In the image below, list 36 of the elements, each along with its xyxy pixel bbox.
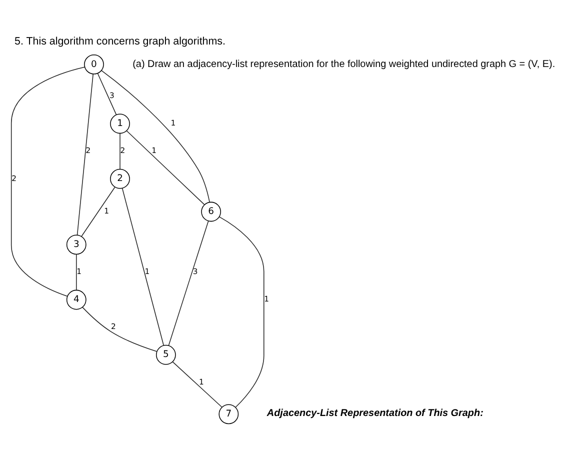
connector	[76, 73, 94, 235]
connector	[82, 306, 158, 352]
connector	[126, 130, 205, 204]
edge-label: 1	[152, 146, 156, 155]
node-circle: 1	[110, 113, 130, 134]
edge-label: 3	[192, 266, 198, 276]
connector	[101, 70, 210, 202]
connector	[10, 66, 85, 296]
edge-label: 3	[110, 90, 114, 100]
label: (a) Draw an adjacency-list representation for the following weighted undirected graph G = (V, E).	[132, 58, 556, 70]
edge-label: 2	[111, 322, 116, 331]
node-circle: 5	[156, 344, 176, 364]
edge-label: 2	[86, 146, 91, 155]
node-circle: 3	[66, 234, 86, 254]
node-circle: 2	[110, 168, 130, 188]
connector	[168, 220, 209, 346]
diagram-title: 5. This algorithm concerns graph algorithms.	[14, 35, 226, 48]
node-circle: 0	[84, 54, 104, 74]
edge-label: 1	[76, 266, 82, 276]
node-circle: 4	[66, 289, 86, 310]
edge-label: 1	[170, 118, 176, 128]
connector	[97, 72, 117, 115]
connector	[122, 187, 164, 346]
connector	[81, 186, 116, 236]
edge-label: 1	[199, 376, 204, 386]
edge-label: 2	[12, 173, 16, 182]
node-circle: 7	[218, 404, 239, 424]
connector	[172, 360, 222, 408]
edge-label: 2	[120, 146, 126, 155]
edge-label: 1	[264, 294, 269, 304]
label: Adjacency-List Representation of This Graph:	[266, 408, 484, 418]
connector	[218, 216, 264, 408]
node-circle: 6	[201, 201, 222, 222]
edge-label: 1	[144, 266, 150, 276]
edge-label: 1	[104, 206, 110, 216]
connector	[76, 253, 77, 290]
